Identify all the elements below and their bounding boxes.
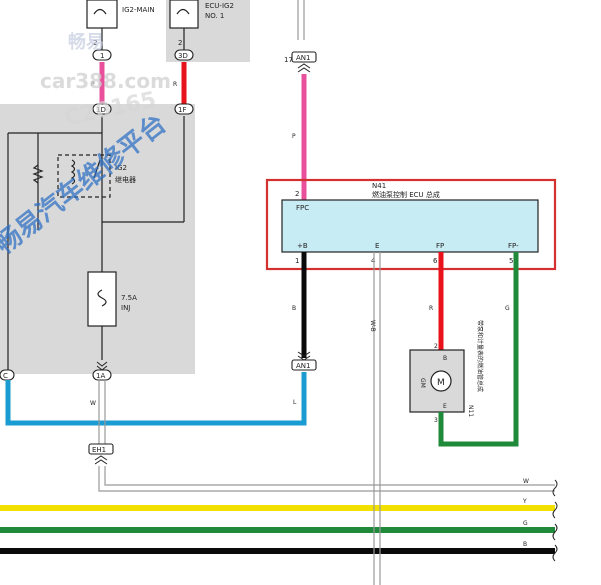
pink-left-label: P [91,81,95,88]
black-label: B [292,305,296,312]
connector-1 [92,49,112,61]
relay-region [0,104,195,374]
connector-an1-top [291,51,317,63]
bus-break-g [552,523,558,541]
pump-pin-top-num: 2 [434,343,438,350]
ig2-relay-box [57,154,111,198]
inj-fuse-label-1: 7.5A [121,294,137,302]
connector-1f [174,103,194,115]
white-wire-bus-inner [104,466,555,486]
resistor-icon [32,164,44,184]
bus-b-label: B [523,541,527,548]
pin-2-left: 2 [93,39,97,47]
red-label: R [429,305,433,312]
n41-name: 燃油泵控制 ECU 总成 [372,190,440,199]
connector-eh1 [88,443,114,455]
bus-break-b [552,544,558,562]
connector-c-label: C [3,372,8,380]
watermark-2: car388.com [40,69,171,93]
bus-break-w [552,479,558,497]
ecu-ig2-fuse-icon [176,8,190,15]
relay-switch-icon [93,159,101,179]
ig2-main-fuse-box [86,0,118,29]
ig2-relay-label-2: 继电器 [115,175,136,184]
blue-label: L [293,399,297,406]
red-label-top: R [173,81,177,88]
white-wire-bus-outer [98,466,555,492]
ecu-ig2-label-1: ECU-IG2 [205,2,234,10]
ig2-relay-label-1: IG2 [115,164,127,172]
pin-fpminus: FP- [508,242,519,250]
motor-icon [430,370,452,392]
watermark-1: 畅易 [68,31,104,53]
connector-an1-bottom-label: AN1 [296,362,310,370]
pin-fp-num: 6 [433,257,438,265]
relay-coil-icon [70,159,76,185]
ig2-main-label: IG2-MAIN [122,6,155,14]
connector-an1-top-chevron [297,63,311,73]
connector-eh1-label: EH1 [92,446,106,454]
n41-ecu-box [281,199,539,253]
pink-right-label: P [292,133,296,140]
inj-fuse-icon [97,289,107,307]
connector-eh1-chevron [94,455,108,465]
pin-2-right: 2 [178,39,182,47]
blue-wire [5,372,307,426]
pump-pin-b: B [443,355,447,362]
pin-b: +B [297,242,308,250]
pin-fpc-num: 2 [295,190,299,198]
ig2-main-fuse-icon [93,8,107,15]
pin-fpminus-num: 5 [509,257,513,265]
connector-an1-bottom [291,359,317,371]
connector-1a-chevron [96,361,108,371]
inj-fuse-label-2: INJ [121,304,130,312]
ecu-ig2-fuse-box [169,0,199,29]
connector-1d-label: 1D [96,106,106,114]
highlight-box [265,178,557,271]
connector-1f-label: 1F [178,106,186,114]
connector-1d [92,103,112,115]
green-wire [438,252,519,447]
connector-3d [174,49,194,61]
pump-desc: 带泵和计量表的燃油管总成 [476,320,484,392]
white-label-1a: W [90,400,96,407]
bus-y-label: Y [522,498,527,505]
inj-fuse-box [87,271,117,327]
pin-e: E [375,242,379,250]
pin-b-num: 1 [295,257,299,265]
motor-label: M [437,378,445,388]
pin-fp: FP [436,242,444,250]
pin-fpc: FPC [296,204,309,212]
connector-an1-top-label: AN1 [296,54,310,62]
connector-1a-label: 1A [96,372,105,380]
pump-pin-e: E [443,403,447,410]
pump-pin-bottom-num: 3 [434,417,438,424]
pump-box [409,349,465,413]
n41-id: N41 [372,182,386,190]
connector-1-label: 1 [100,52,104,60]
connector-3d-label: 3D [178,52,188,60]
ecu-ig2-label-2: NO. 1 [205,12,224,20]
bus-w-label: W [523,478,529,485]
pump-side-label: GM [419,378,426,388]
bus-g-label: G [523,520,528,527]
an1-top-num: 17 [284,56,293,64]
green-label: G [505,305,510,312]
bus-break-y [552,501,558,519]
pump-id: N11 [467,405,474,417]
wb-label: W-B [369,320,376,332]
